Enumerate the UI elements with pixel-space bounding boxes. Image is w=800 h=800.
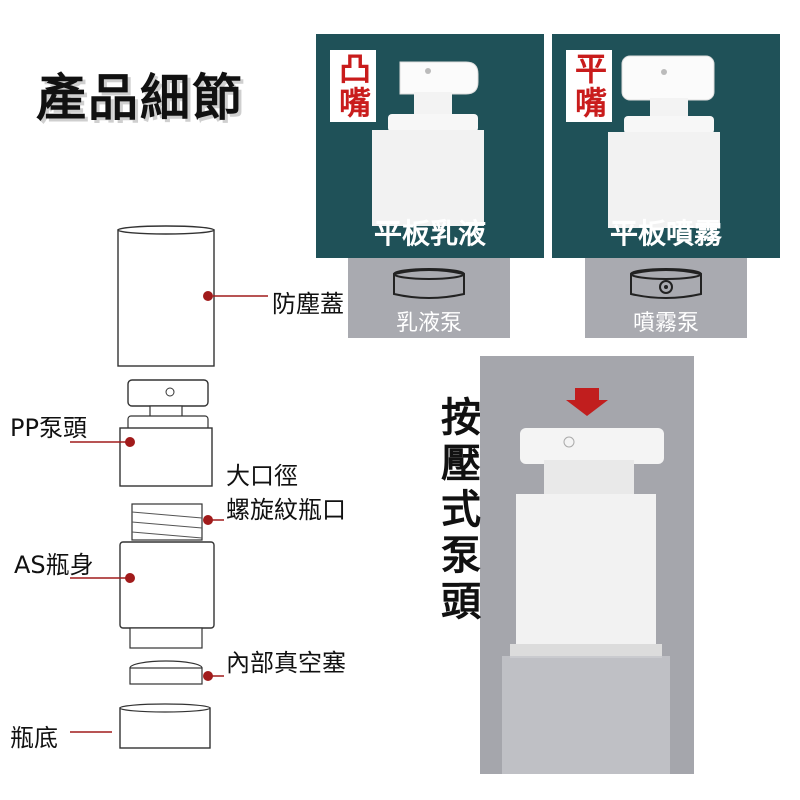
spray-caption: 平板噴霧 bbox=[609, 217, 722, 250]
panel-spray: 平嘴 平板噴霧 bbox=[552, 34, 780, 258]
lotion-caption: 平板乳液 bbox=[373, 217, 486, 250]
bottle-parts-diagram bbox=[70, 225, 268, 749]
label-wide-mouth: 大口徑 bbox=[226, 462, 298, 490]
label-thread-mouth: 螺旋紋瓶口 bbox=[226, 496, 346, 524]
label-pp-pump-head: PP泵頭 bbox=[10, 414, 87, 442]
spray-pump-icon bbox=[630, 268, 702, 299]
press-pump-title: 按壓式泵頭 bbox=[434, 396, 480, 626]
spray-pump-image bbox=[608, 55, 720, 228]
spray-tag: 平嘴 bbox=[566, 50, 612, 122]
spray-pump-box: 噴霧泵 bbox=[585, 258, 747, 338]
label-as-body: AS瓶身 bbox=[14, 551, 94, 579]
label-dust-cap: 防塵蓋 bbox=[272, 290, 344, 318]
lotion-pump-label: 乳液泵 bbox=[395, 311, 462, 336]
lotion-tag: 凸嘴 bbox=[330, 50, 376, 122]
panel-lotion: 凸嘴 平板乳液 bbox=[316, 34, 544, 258]
press-pump-photo bbox=[480, 356, 694, 774]
label-bottom: 瓶底 bbox=[10, 724, 58, 752]
lotion-pump-icon bbox=[393, 268, 465, 299]
lotion-pump-image bbox=[372, 61, 484, 226]
spray-pump-label: 噴霧泵 bbox=[632, 311, 699, 336]
lotion-pump-box: 乳液泵 bbox=[348, 258, 510, 338]
label-vacuum-plug: 內部真空塞 bbox=[226, 649, 346, 677]
pump-bottle-image bbox=[502, 388, 670, 774]
page-title: 產品細節 bbox=[36, 69, 244, 127]
